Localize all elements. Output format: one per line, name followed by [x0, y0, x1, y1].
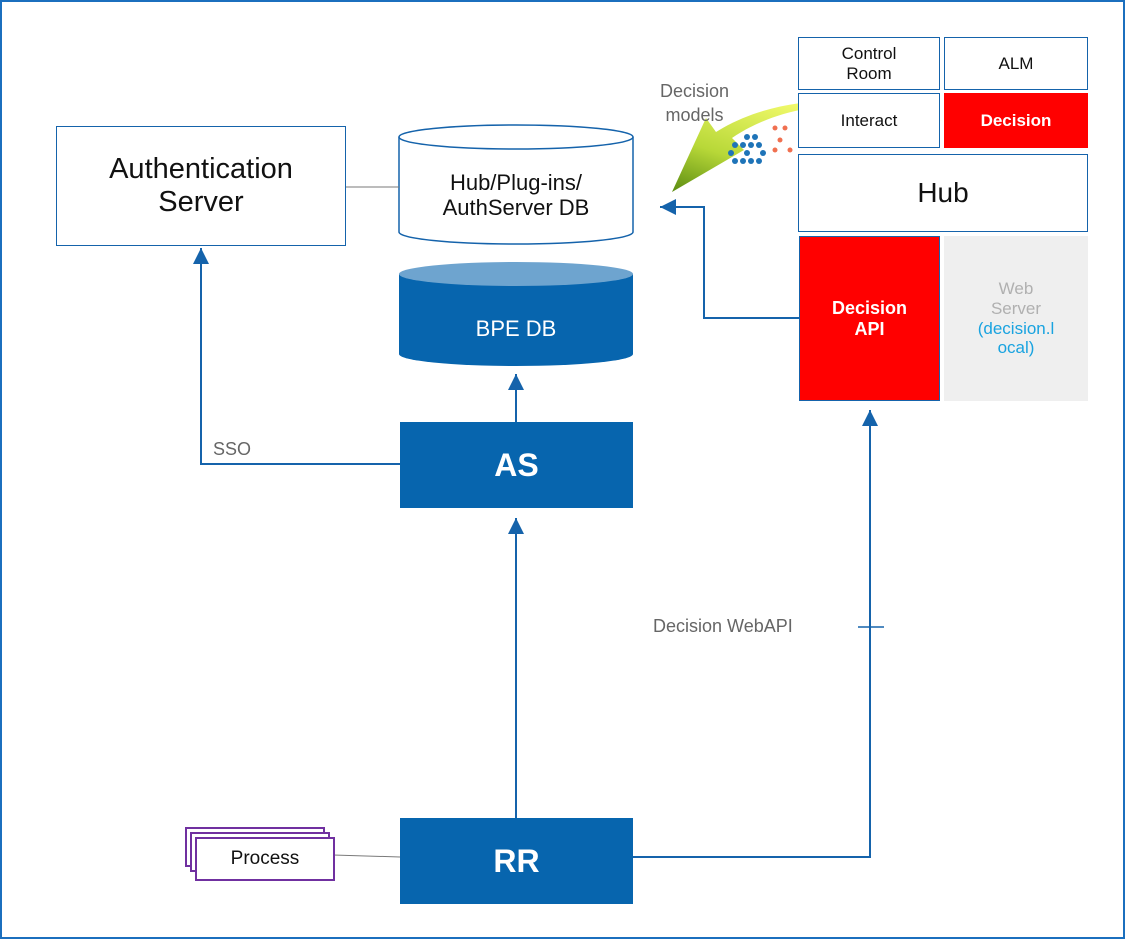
rr-node: RR: [400, 818, 633, 904]
control-room-box: Control Room: [798, 37, 940, 90]
decision-box: Decision: [944, 93, 1088, 148]
as-node: AS: [400, 422, 633, 508]
web-server-host: (decision.l ocal): [977, 318, 1055, 358]
decision-api-to-db-arrow: [660, 199, 799, 319]
alm-box: ALM: [944, 37, 1088, 90]
sso-label: SSO: [213, 439, 252, 459]
hub-db-cylinder: [398, 124, 634, 245]
decision-webapi-label: Decision WebAPI: [653, 616, 793, 636]
bpe-db-label: BPE DB: [475, 316, 557, 342]
hub-box: Hub: [798, 154, 1088, 232]
bpe-db-cylinder: [399, 262, 633, 366]
authentication-server-box: Authentication Server: [56, 126, 346, 246]
web-server-line1: Web: [998, 279, 1034, 299]
rr-to-decision-api-arrow: [633, 410, 878, 858]
process-stack-icon: [185, 827, 335, 881]
decision-models-arrow-icon: [672, 100, 945, 192]
interact-box: Interact: [798, 93, 940, 148]
process-label: Process: [230, 848, 300, 870]
decision-models-label: Decision models: [660, 81, 730, 126]
sso-arrow: [193, 248, 400, 465]
decision-api-box: Decision API: [799, 236, 940, 401]
hub-db-label: Hub/Plug-ins/ AuthServer DB: [442, 169, 590, 220]
web-server-box: Web Server (decision.l ocal): [944, 236, 1088, 401]
web-server-line2: Server: [990, 298, 1042, 318]
process-to-rr-connector: [332, 854, 401, 858]
